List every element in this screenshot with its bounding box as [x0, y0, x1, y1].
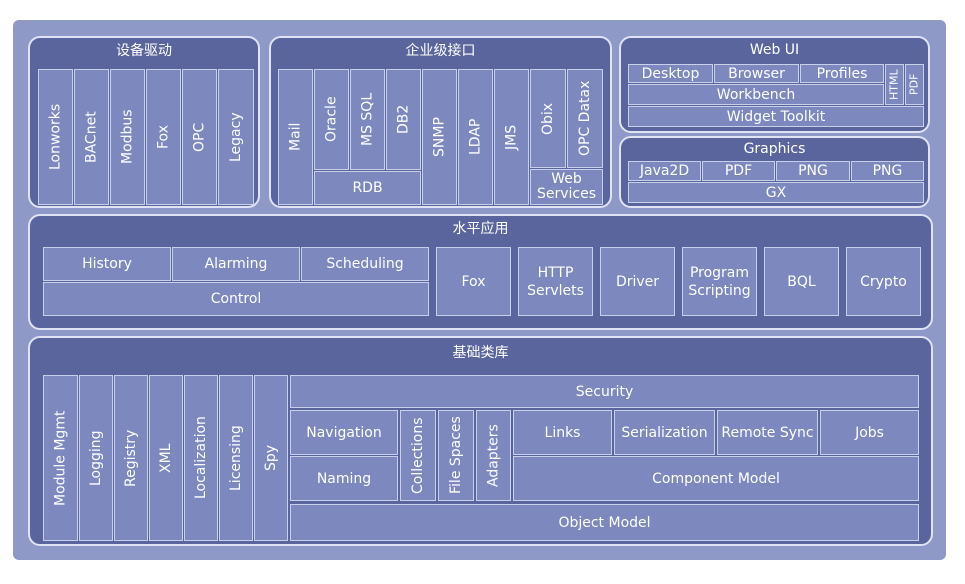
oracle-block: Oracle: [314, 69, 349, 170]
serialization-block: Serialization: [614, 410, 715, 455]
base-libraries-title: 基础类库: [452, 345, 509, 361]
fox-app-block: Fox: [436, 247, 511, 316]
control-block: Control: [43, 282, 429, 316]
object-model-block: Object Model: [290, 504, 919, 541]
java2d-block: Java2D: [628, 161, 701, 181]
licensing-block: Licensing: [219, 375, 253, 541]
lonworks-block: Lonworks: [38, 69, 73, 205]
gx-block: GX: [628, 182, 924, 203]
graphics-panel: Graphics Java2D PDF PNG PNG GX: [619, 136, 930, 208]
horizontal-apps-panel: 水平应用 History Alarming Scheduling Control…: [28, 214, 933, 330]
architecture-diagram: 设备驱动 Lonworks BACnet Modbus Fox OPC Lega…: [13, 20, 946, 560]
web-ui-panel: Web UI Desktop Browser Profiles Workbenc…: [619, 36, 930, 133]
opc-block: OPC: [182, 69, 217, 205]
png-block-1: PNG: [776, 161, 850, 181]
desktop-block: Desktop: [628, 64, 713, 83]
rdb-block: RDB: [314, 171, 421, 205]
opc-datax-block: OPC Datax: [567, 69, 603, 168]
links-block: Links: [513, 410, 612, 455]
localization-block: Localization: [184, 375, 218, 541]
pdf-webui-block: PDF: [905, 64, 924, 105]
http-servlets-block: HTTP Servlets: [518, 247, 593, 316]
base-libraries-panel: 基础类库 Module Mgmt Logging Registry XML Lo…: [28, 336, 933, 546]
driver-block: Driver: [600, 247, 675, 316]
logging-block: Logging: [79, 375, 113, 541]
browser-block: Browser: [714, 64, 799, 83]
modbus-block: Modbus: [110, 69, 145, 205]
html-block: HTML: [885, 64, 904, 105]
pdf-graphics-block: PDF: [702, 161, 775, 181]
workbench-block: Workbench: [628, 84, 884, 105]
alarming-block: Alarming: [172, 247, 300, 281]
xml-block: XML: [149, 375, 183, 541]
profiles-block: Profiles: [800, 64, 884, 83]
jobs-block: Jobs: [820, 410, 919, 455]
jms-block: JMS: [494, 69, 529, 205]
web-ui-title: Web UI: [749, 42, 800, 58]
fox-driver-block: Fox: [146, 69, 181, 205]
db2-block: DB2: [386, 69, 421, 170]
module-mgmt-block: Module Mgmt: [43, 375, 78, 541]
png-block-2: PNG: [851, 161, 924, 181]
navigation-block: Navigation: [290, 410, 398, 455]
crypto-block: Crypto: [846, 247, 921, 316]
remote-sync-block: Remote Sync: [717, 410, 818, 455]
mssql-block: MS SQL: [350, 69, 385, 170]
file-spaces-block: File Spaces: [438, 410, 474, 501]
program-scripting-block: Program Scripting: [682, 247, 757, 316]
bql-block: BQL: [764, 247, 839, 316]
horizontal-apps-title: 水平应用: [452, 221, 509, 237]
widget-toolkit-block: Widget Toolkit: [628, 106, 924, 127]
mail-block: Mail: [278, 69, 313, 205]
enterprise-interfaces-panel: 企业级接口 Mail Oracle MS SQL DB2 RDB SNMP LD…: [269, 36, 612, 208]
snmp-block: SNMP: [422, 69, 457, 205]
legacy-block: Legacy: [218, 69, 254, 205]
scheduling-block: Scheduling: [301, 247, 429, 281]
component-model-block: Component Model: [513, 456, 919, 501]
bacnet-block: BACnet: [74, 69, 109, 205]
adapters-block: Adapters: [476, 410, 511, 501]
obix-block: Obix: [530, 69, 566, 168]
registry-block: Registry: [114, 375, 148, 541]
history-block: History: [43, 247, 171, 281]
device-drivers-title: 设备驱动: [116, 43, 172, 59]
collections-block: Collections: [400, 410, 436, 501]
graphics-title: Graphics: [743, 141, 806, 157]
device-drivers-panel: 设备驱动 Lonworks BACnet Modbus Fox OPC Lega…: [28, 36, 260, 208]
naming-block: Naming: [290, 456, 398, 501]
enterprise-interfaces-title: 企业级接口: [405, 43, 476, 59]
spy-block: Spy: [254, 375, 288, 541]
web-services-block: Web Services: [530, 169, 603, 205]
security-block: Security: [290, 375, 919, 408]
ldap-block: LDAP: [458, 69, 493, 205]
